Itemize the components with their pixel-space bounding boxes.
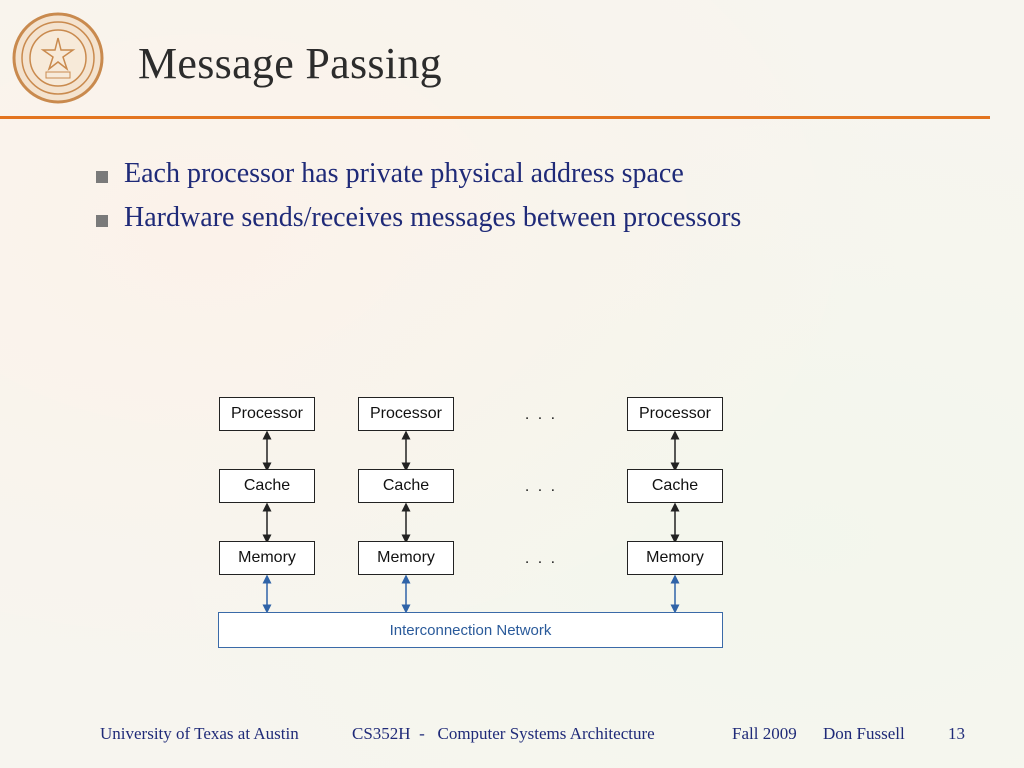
memory-box: Memory — [358, 541, 454, 575]
ellipsis: . . . — [524, 478, 558, 495]
cache-box: Cache — [627, 469, 723, 503]
square-bullet-icon — [96, 171, 108, 183]
diagram-connectors — [262, 430, 680, 614]
cache-box: Cache — [358, 469, 454, 503]
interconnection-network-box: Interconnection Network — [218, 612, 723, 648]
processor-box: Processor — [627, 397, 723, 431]
message-passing-diagram: Processor Processor . . . Processor Cach… — [210, 392, 730, 654]
ellipsis: . . . — [524, 550, 558, 567]
title-divider — [0, 116, 990, 119]
footer-author: Don Fussell — [823, 724, 905, 743]
footer-page-number: 13 — [948, 724, 965, 743]
processor-box: Processor — [358, 397, 454, 431]
ellipsis: . . . — [524, 406, 558, 423]
university-seal-icon — [12, 12, 104, 104]
memory-box: Memory — [627, 541, 723, 575]
square-bullet-icon — [96, 215, 108, 227]
processor-box: Processor — [219, 397, 315, 431]
cache-box: Cache — [219, 469, 315, 503]
footer-course: CS352H - Computer Systems Architecture — [352, 724, 655, 743]
footer-institution: University of Texas at Austin — [100, 724, 299, 743]
bullet-text: Each processor has private physical addr… — [124, 158, 684, 189]
memory-box: Memory — [219, 541, 315, 575]
page-title: Message Passing — [138, 39, 442, 88]
bullet-text: Hardware sends/receives messages between… — [124, 202, 742, 233]
footer-term: Fall 2009 — [732, 724, 797, 743]
